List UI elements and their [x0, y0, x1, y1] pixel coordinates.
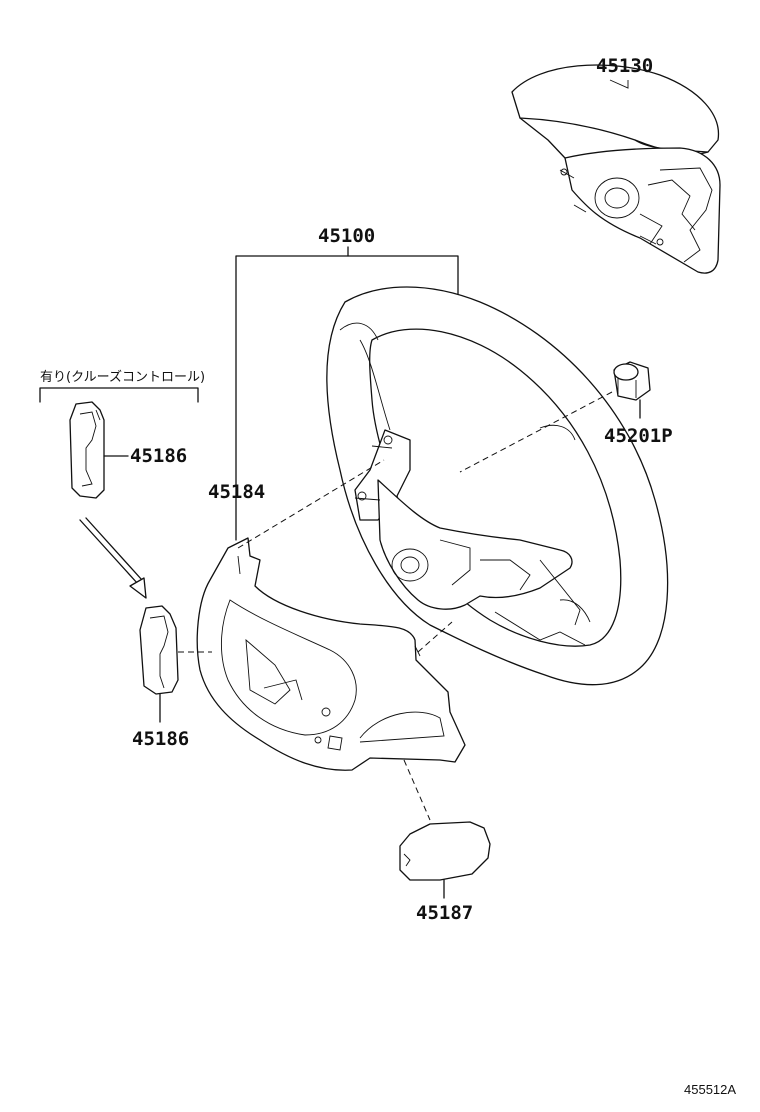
label-45184: 45184	[208, 481, 265, 503]
steering-wheel[interactable]	[326, 286, 669, 686]
nut-45201p[interactable]: 45201P	[604, 361, 673, 447]
svg-text:45187: 45187	[416, 902, 473, 924]
lower-cover-45184[interactable]	[196, 537, 466, 771]
cover-leader-b	[417, 621, 453, 653]
svg-text:45186: 45186	[132, 728, 189, 750]
cruise-control-note: 有り(クルーズコントロール)	[39, 369, 205, 403]
svg-text:45100: 45100	[318, 225, 375, 247]
label-45130: 45130	[596, 55, 653, 89]
diagram-code: 455512A	[684, 1082, 736, 1097]
svg-text:45130: 45130	[596, 55, 653, 77]
install-arrow	[79, 517, 147, 599]
bracket-45100: 45100	[235, 225, 459, 541]
airbag-assembly[interactable]	[511, 64, 721, 274]
nut-leader	[459, 391, 613, 473]
bottom-cover-45187[interactable]: 45187	[399, 821, 491, 924]
switch-upper-45186[interactable]: 45186	[69, 401, 187, 499]
cover-leader-a	[237, 459, 385, 549]
switch-lower-45186[interactable]: 45186	[132, 605, 189, 750]
svg-text:45186: 45186	[130, 445, 187, 467]
svg-text:有り(クルーズコントロール): 有り(クルーズコントロール)	[40, 369, 205, 385]
svg-text:45201P: 45201P	[604, 425, 673, 447]
svg-text:45184: 45184	[208, 481, 265, 503]
bottom-cover-leader	[403, 759, 431, 821]
